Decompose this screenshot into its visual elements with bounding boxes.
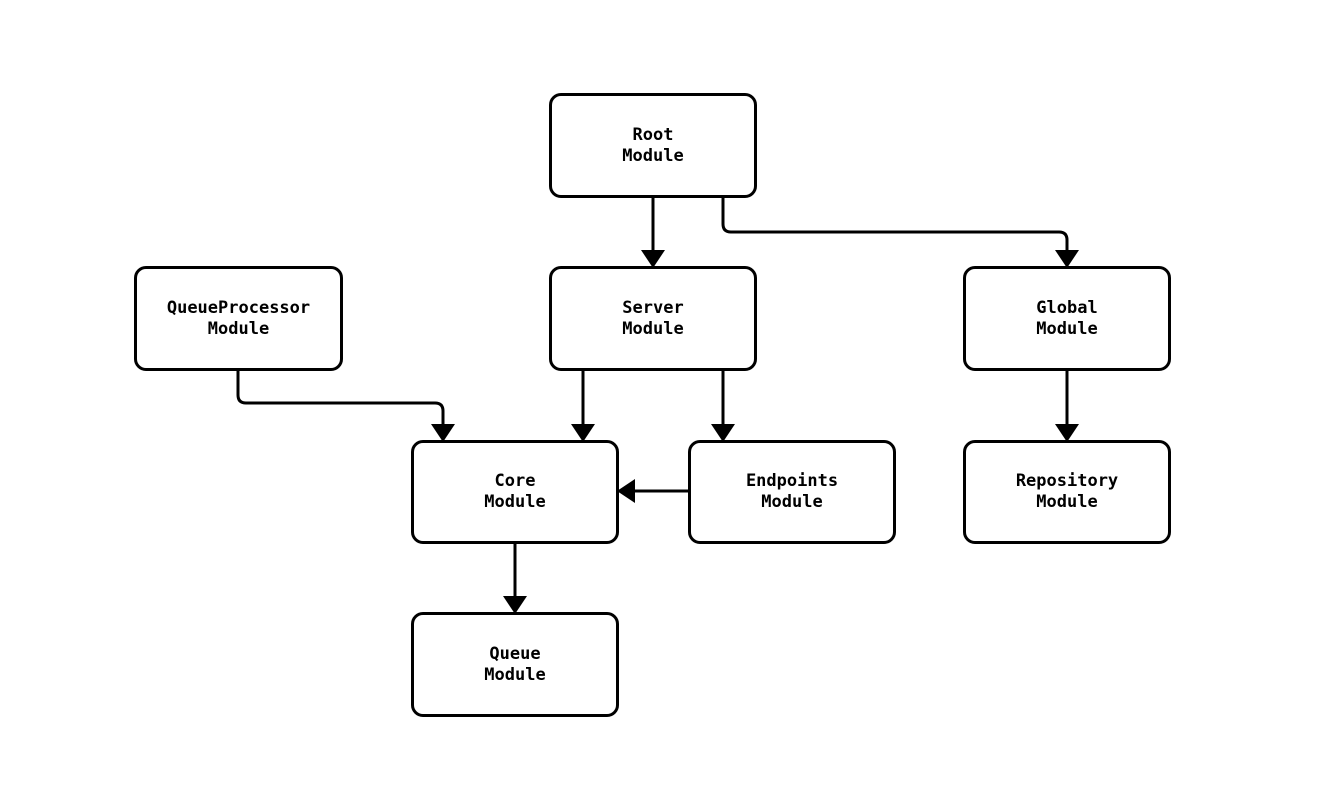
node-repository-module-label: Repository Module (1015, 471, 1119, 512)
edge-queueprocessor-to-core (236, 371, 455, 442)
node-root-module-label: Root Module (622, 124, 684, 166)
node-server-module-label: Server Module (622, 297, 684, 339)
node-server-module: Server Module (549, 266, 757, 371)
node-core-module: Core Module (411, 440, 619, 544)
node-queue-module: Queue Module (411, 612, 619, 717)
node-global-module-label: Global Module (1036, 297, 1098, 339)
node-core-module-label: Core Module (484, 471, 546, 512)
node-global-module: Global Module (963, 266, 1171, 371)
node-endpoints-module-label: Endpoints Module (745, 471, 839, 512)
node-queueprocessor-module: QueueProcessor Module (134, 266, 343, 371)
edge-root-to-global (721, 198, 1079, 268)
node-queue-module-label: Queue Module (484, 643, 546, 685)
node-endpoints-module: Endpoints Module (688, 440, 896, 544)
node-repository-module: Repository Module (963, 440, 1171, 544)
node-root-module: Root Module (549, 93, 757, 198)
node-queueprocessor-module-label: QueueProcessor Module (166, 297, 311, 339)
